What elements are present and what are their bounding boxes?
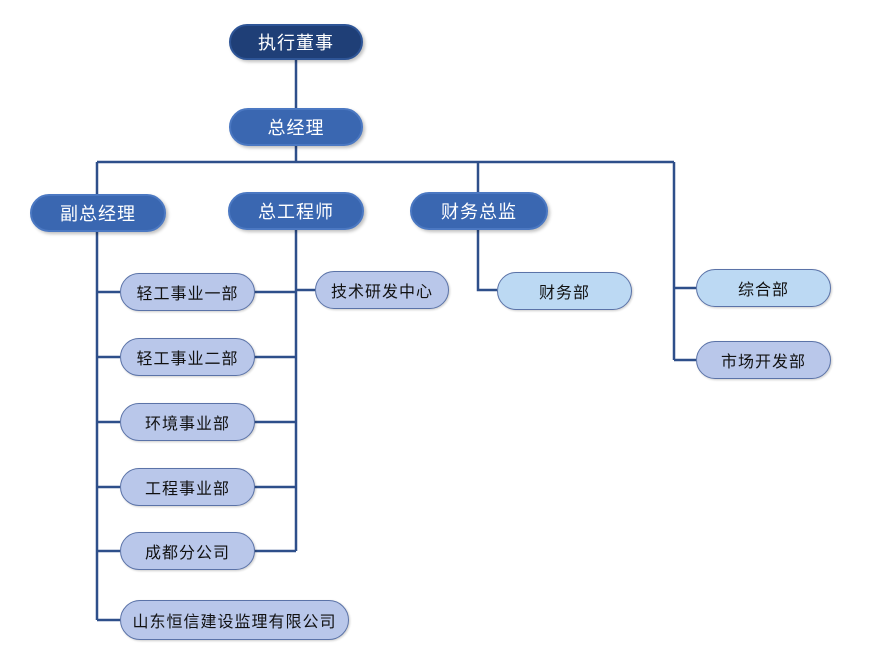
line-finance-director-trunk: [476, 230, 497, 292]
tech-rd-center-node: 技术研发中心: [315, 271, 449, 309]
chengdu-branch-node: 成都分公司: [120, 532, 255, 570]
light-industry-1-node: 轻工事业一部: [120, 273, 255, 311]
supervision-company-node: 山东恒信建设监理有限公司: [120, 600, 349, 640]
deputy-general-manager-node: 副总经理: [30, 194, 166, 232]
engineering-node: 工程事业部: [120, 468, 255, 506]
executive-director-node: 执行董事: [229, 24, 363, 60]
chief-engineer-node: 总工程师: [228, 192, 364, 230]
finance-dept-node: 财务部: [497, 272, 632, 310]
finance-director-node: 财务总监: [410, 192, 548, 230]
market-dev-dept-node: 市场开发部: [696, 341, 831, 379]
light-industry-2-node: 轻工事业二部: [120, 338, 255, 376]
general-manager-node: 总经理: [229, 108, 363, 146]
environment-node: 环境事业部: [120, 403, 255, 441]
general-dept-node: 综合部: [696, 269, 831, 307]
